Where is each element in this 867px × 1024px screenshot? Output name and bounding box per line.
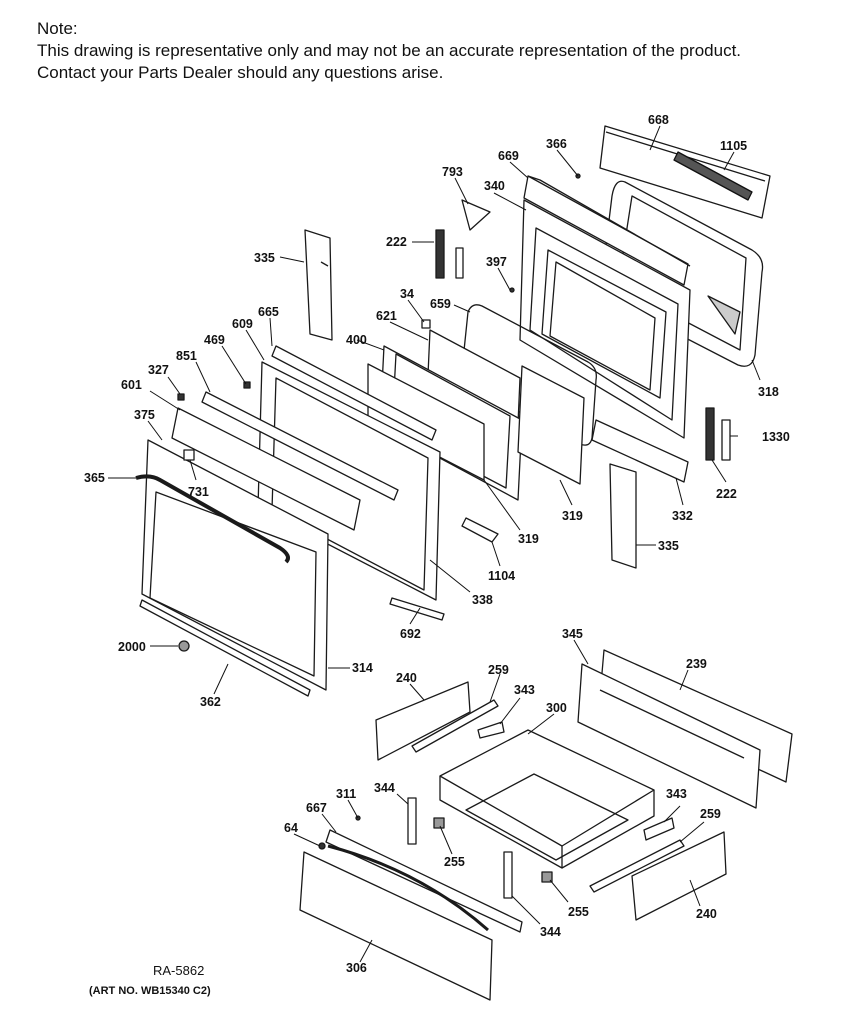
leader-lines bbox=[108, 125, 761, 963]
label-311: 311 bbox=[336, 787, 356, 801]
label-1104: 1104 bbox=[488, 569, 515, 583]
label-366: 366 bbox=[546, 137, 567, 151]
part-shape-345 bbox=[577, 663, 761, 809]
part-shape-335-upper bbox=[304, 229, 333, 341]
label-793: 793 bbox=[442, 165, 463, 179]
label-2000: 2000 bbox=[118, 640, 146, 654]
label-64: 64 bbox=[284, 821, 298, 835]
part-shape-335-lower bbox=[609, 463, 637, 569]
drawing-id: RA-5862 bbox=[153, 963, 205, 978]
label-306: 306 bbox=[346, 961, 367, 975]
label-665: 665 bbox=[258, 305, 279, 319]
label-335-lower: 335 bbox=[658, 539, 679, 553]
label-731: 731 bbox=[188, 485, 209, 499]
part-shape-1104 bbox=[461, 517, 499, 543]
part-shape-344 bbox=[407, 797, 513, 899]
note-line-2: Contact your Parts Dealer should any que… bbox=[37, 63, 444, 82]
part-shape-365 bbox=[135, 439, 329, 691]
label-365: 365 bbox=[84, 471, 105, 485]
label-692: 692 bbox=[400, 627, 421, 641]
label-1105: 1105 bbox=[720, 139, 747, 153]
label-1330: 1330 bbox=[762, 430, 790, 444]
part-shape-851 bbox=[201, 391, 399, 501]
part-shape-300 bbox=[439, 729, 655, 869]
label-469: 469 bbox=[204, 333, 225, 347]
label-239: 239 bbox=[686, 657, 707, 671]
part-shape-692 bbox=[389, 597, 445, 621]
label-318: 318 bbox=[758, 385, 779, 399]
label-400: 400 bbox=[346, 333, 367, 347]
label-362: 362 bbox=[200, 695, 221, 709]
part-shape-362 bbox=[139, 599, 311, 697]
part-shape-669 bbox=[523, 175, 691, 286]
part-shape-255 bbox=[433, 817, 553, 883]
label-668: 668 bbox=[648, 113, 669, 127]
note-line-1: This drawing is representative only and … bbox=[37, 41, 742, 60]
label-659: 659 bbox=[430, 297, 451, 311]
label-259-lower: 259 bbox=[700, 807, 721, 821]
part-shape-667 bbox=[325, 829, 523, 933]
part-shape-1105 bbox=[673, 151, 753, 201]
label-343-upper: 343 bbox=[514, 683, 535, 697]
part-shape-259-upper bbox=[411, 699, 499, 753]
part-number-labels: 668 366 1105 669 793 340 222 397 335 34 … bbox=[84, 113, 790, 975]
part-shape-601 bbox=[171, 407, 361, 531]
label-340: 340 bbox=[484, 179, 505, 193]
label-34: 34 bbox=[400, 287, 414, 301]
label-319-left: 319 bbox=[518, 532, 539, 546]
label-240-lower: 240 bbox=[696, 907, 717, 921]
label-314: 314 bbox=[352, 661, 373, 675]
label-338: 338 bbox=[472, 593, 493, 607]
label-609: 609 bbox=[232, 317, 253, 331]
note-heading: Note: bbox=[37, 19, 78, 38]
label-667: 667 bbox=[306, 801, 327, 815]
label-343-lower: 343 bbox=[666, 787, 687, 801]
part-shape-2000 bbox=[178, 640, 190, 652]
part-shape-screws bbox=[177, 173, 581, 850]
art-number: (ART NO. WB15340 C2) bbox=[89, 985, 211, 997]
label-240-upper: 240 bbox=[396, 671, 417, 685]
label-621: 621 bbox=[376, 309, 397, 323]
label-397: 397 bbox=[486, 255, 507, 269]
part-shape-343-upper bbox=[477, 721, 505, 739]
label-319-right: 319 bbox=[562, 509, 583, 523]
label-344-lower: 344 bbox=[540, 925, 561, 939]
part-shape-222-upper bbox=[435, 229, 464, 279]
label-327: 327 bbox=[148, 363, 169, 377]
part-shape-right-rails bbox=[589, 817, 727, 921]
label-601: 601 bbox=[121, 378, 142, 392]
part-shape-340 bbox=[519, 199, 691, 439]
part-shape-222-lower bbox=[705, 407, 731, 461]
label-669: 669 bbox=[498, 149, 519, 163]
label-255-left: 255 bbox=[444, 855, 465, 869]
label-300: 300 bbox=[546, 701, 567, 715]
label-222-lower: 222 bbox=[716, 487, 737, 501]
part-shape-793 bbox=[461, 199, 491, 231]
label-255-right: 255 bbox=[568, 905, 589, 919]
label-332: 332 bbox=[672, 509, 693, 523]
label-259-upper: 259 bbox=[488, 663, 509, 677]
label-345: 345 bbox=[562, 627, 583, 641]
label-375: 375 bbox=[134, 408, 155, 422]
label-222-upper: 222 bbox=[386, 235, 407, 249]
part-shape-240-upper bbox=[375, 681, 471, 761]
label-851: 851 bbox=[176, 349, 197, 363]
label-344-upper: 344 bbox=[374, 781, 395, 795]
part-shape-306 bbox=[299, 844, 493, 1001]
label-335-upper: 335 bbox=[254, 251, 275, 265]
part-shape-332 bbox=[591, 419, 689, 483]
